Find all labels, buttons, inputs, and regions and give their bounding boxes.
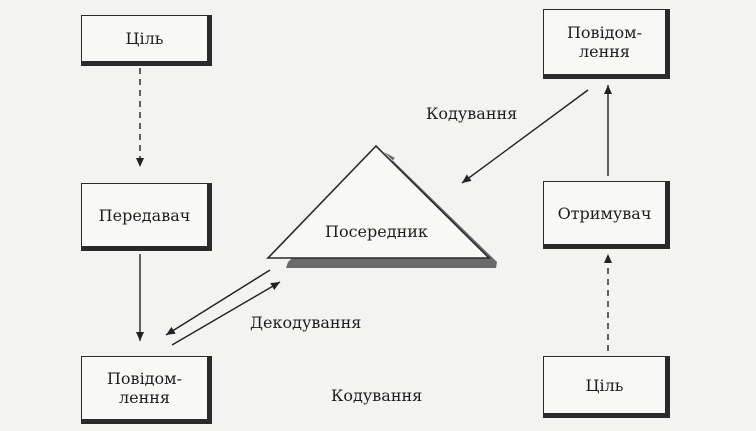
arrow-mediator-to-message [165,269,271,336]
goal-label-right: Ціль [585,375,624,395]
message-box-right: Повідом- лення [543,9,670,79]
message-label-left: Повідом- лення [106,369,183,407]
encoding-label-bottom: Кодування [331,386,423,405]
arrow-message-to-mediator-left [171,281,281,346]
goal-box-right: Ціль [543,356,670,418]
transmitter-label: Передавач [98,205,191,225]
mediator-triangle [266,144,491,259]
goal-box-left: Ціль [81,15,212,66]
mediator-label: Посередник [325,222,428,241]
receiver-label: Отримувач [557,203,652,223]
arrow-message-to-mediator [461,89,589,184]
decoding-label: Декодування [250,313,362,332]
message-box-left: Повідом- лення [81,356,212,424]
encoding-label-top: Кодування [426,104,518,123]
receiver-box: Отримувач [543,181,670,249]
message-label-right: Повідом- лення [566,23,643,61]
transmitter-box: Передавач [81,183,212,251]
goal-label-left: Ціль [125,29,164,48]
